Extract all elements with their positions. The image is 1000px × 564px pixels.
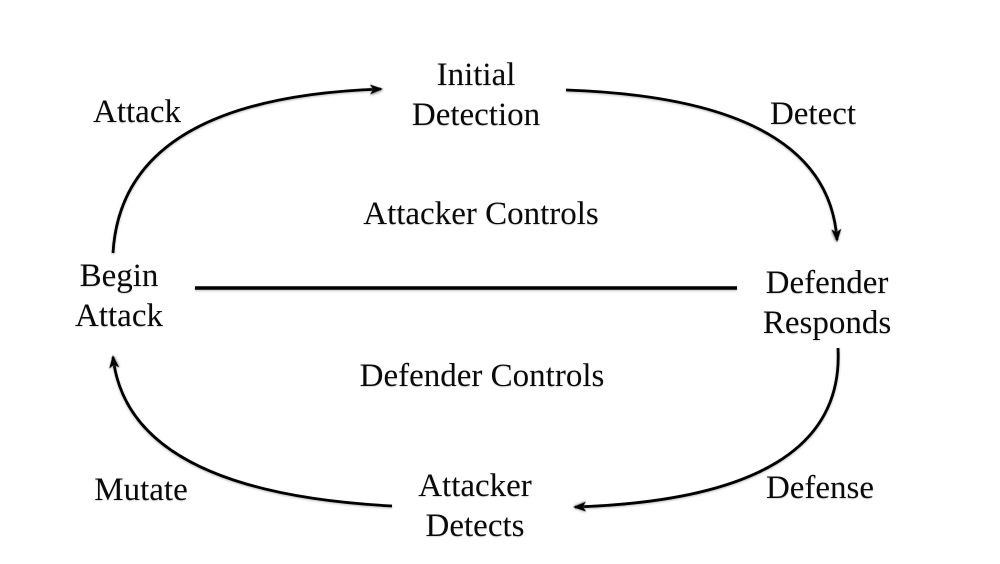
node-defender-responds: Defender Responds — [763, 263, 891, 343]
node-attacker-detects: Attacker Detects — [418, 466, 532, 546]
edge-label-detect: Detect — [769, 96, 857, 132]
edge-label-mutate: Mutate — [94, 472, 188, 508]
detect-arrow — [565, 88, 842, 242]
mutate-arrow — [109, 355, 393, 508]
node-begin-attack: Begin Attack — [75, 256, 163, 336]
edge-label-defense: Defense — [765, 470, 875, 506]
attack-arrow — [111, 84, 383, 254]
node-initial-detection-line1: Initial — [436, 57, 516, 93]
region-label-attacker-controls: Attacker Controls — [363, 196, 599, 232]
node-begin-attack-line1: Begin — [79, 258, 159, 294]
region-label-defender-controls: Defender Controls — [359, 358, 605, 394]
node-begin-attack-line2: Attack — [75, 298, 163, 334]
node-attacker-detects-line2: Detects — [425, 508, 525, 544]
defense-arrow — [573, 347, 840, 512]
node-initial-detection-line2: Detection — [411, 97, 541, 133]
node-attacker-detects-line1: Attacker — [418, 468, 532, 504]
node-initial-detection: Initial Detection — [412, 55, 540, 135]
node-defender-responds-line1: Defender — [765, 265, 889, 301]
node-defender-responds-line2: Responds — [762, 305, 892, 341]
edge-label-attack: Attack — [93, 94, 181, 130]
